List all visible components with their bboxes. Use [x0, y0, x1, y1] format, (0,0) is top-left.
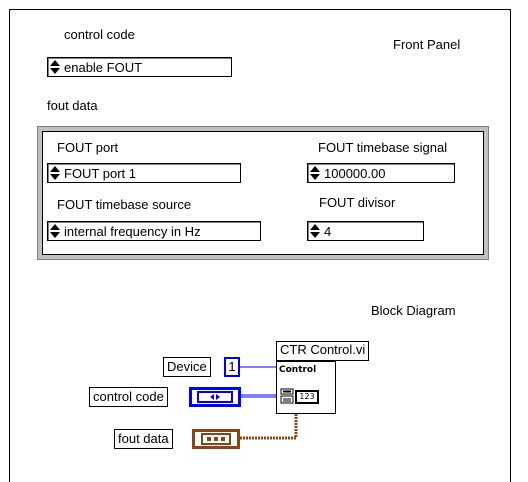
timebase-source-value: internal frequency in Hz [64, 224, 201, 239]
fout-data-terminal [192, 429, 240, 449]
device-constant: 1 [224, 357, 240, 377]
timebase-source-label: FOUT timebase source [57, 197, 192, 212]
timebase-source-ring[interactable]: internal frequency in Hz [47, 221, 261, 241]
device-icon [280, 388, 294, 404]
increment-decrement-icon[interactable] [50, 166, 60, 180]
fout-data-cluster-inner: FOUT port FOUT port 1 FOUT timebase sign… [42, 131, 484, 255]
divisor-label: FOUT divisor [319, 195, 396, 210]
increment-decrement-icon[interactable] [50, 224, 60, 238]
numeric-indicator: 123 [295, 390, 319, 404]
timebase-signal-label: FOUT timebase signal [318, 140, 448, 155]
increment-decrement-icon[interactable] [310, 224, 320, 238]
control-code-label: control code [64, 27, 135, 42]
timebase-signal-numeric[interactable]: 100000.00 [307, 163, 455, 183]
increment-decrement-icon[interactable] [50, 60, 60, 74]
device-label: Device [163, 357, 211, 377]
divisor-value: 4 [324, 224, 332, 239]
vi-name-label: CTR Control.vi [276, 341, 370, 361]
fout-data-diagram-label: fout data [114, 429, 173, 449]
control-code-value: enable FOUT [64, 60, 143, 75]
fout-data-cluster: FOUT port FOUT port 1 FOUT timebase sign… [37, 126, 489, 260]
figure-frame [9, 9, 511, 482]
cluster-icon [201, 433, 231, 445]
device-value: 1 [228, 359, 236, 374]
control-code-terminal [189, 387, 241, 407]
control-code-ring[interactable]: enable FOUT [47, 57, 232, 77]
numeric-glyph: 123 [299, 392, 315, 401]
fout-data-wire [240, 414, 298, 440]
vi-terminal-label: Control [279, 365, 317, 375]
ring-enum-icon [197, 391, 233, 403]
timebase-signal-value: 100000.00 [324, 166, 386, 181]
fout-port-value: FOUT port 1 [64, 166, 137, 181]
ctr-control-vi-node[interactable]: Control 123 [276, 361, 336, 414]
fout-port-ring[interactable]: FOUT port 1 [47, 163, 241, 183]
fout-data-label: fout data [47, 98, 98, 113]
divisor-numeric[interactable]: 4 [307, 221, 424, 241]
control-code-diagram-label: control code [89, 387, 168, 407]
fout-port-label: FOUT port [57, 140, 119, 155]
increment-decrement-icon[interactable] [310, 166, 320, 180]
block-diagram-title: Block Diagram [371, 303, 456, 318]
front-panel-title: Front Panel [393, 37, 461, 52]
